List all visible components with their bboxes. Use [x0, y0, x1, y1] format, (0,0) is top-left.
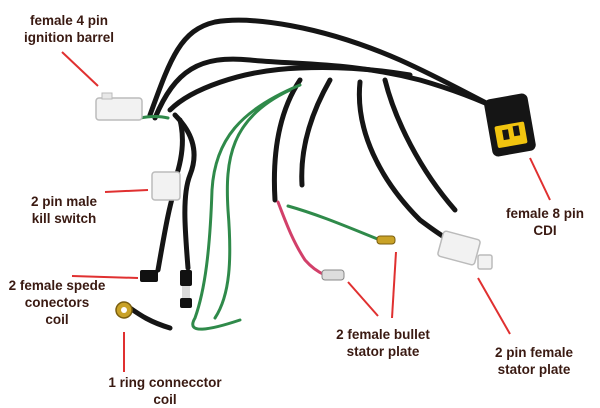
stator-plate-connector	[437, 230, 493, 270]
stator-plate-label-line1: 2 pin female	[494, 345, 574, 360]
bullet-label-line1: 2 female bullet	[336, 327, 430, 342]
kill-switch-connector	[151, 171, 181, 201]
ring-label-line1: 1 ring connecctor	[108, 375, 222, 390]
ignition-barrel-label: female 4 pin ignition barrel	[4, 12, 134, 46]
bullet-connectors-label: 2 female bullet stator plate	[318, 326, 448, 360]
kill-switch-label: 2 pin male kill switch	[14, 193, 114, 227]
ring-connector-label: 1 ring connecctor coil	[100, 374, 230, 408]
spade-connectors-label: 2 female spede conectors coil	[2, 277, 112, 328]
cdi-label-line1: female 8 pin	[505, 206, 585, 221]
ignition-label-line1: female 4 pin	[29, 13, 109, 28]
stator-plate-label: 2 pin female stator plate	[478, 344, 590, 378]
kill-switch-label-line1: 2 pin male	[30, 194, 98, 209]
cdi-connector	[484, 93, 536, 157]
spade-label-line2: conectors	[24, 295, 90, 310]
cdi-label-line2: CDI	[533, 223, 557, 238]
spade-label-line3: coil	[45, 312, 69, 327]
ignition-label-line2: ignition barrel	[23, 30, 114, 45]
cdi-label: female 8 pin CDI	[495, 205, 595, 239]
bullet-connectors	[321, 235, 396, 281]
stator-plate-label-line2: stator plate	[497, 362, 571, 377]
ring-label-line2: coil	[153, 392, 177, 407]
ignition-barrel-connector	[95, 92, 143, 121]
green-wires	[138, 83, 382, 331]
bullet-label-line2: stator plate	[346, 344, 420, 359]
callout-lines	[61, 51, 551, 372]
red-wires	[276, 200, 327, 277]
ring-connector	[115, 301, 133, 319]
spade-label-line1: 2 female spede	[8, 278, 106, 293]
spade-connectors	[140, 270, 192, 308]
kill-switch-label-line2: kill switch	[31, 211, 97, 226]
